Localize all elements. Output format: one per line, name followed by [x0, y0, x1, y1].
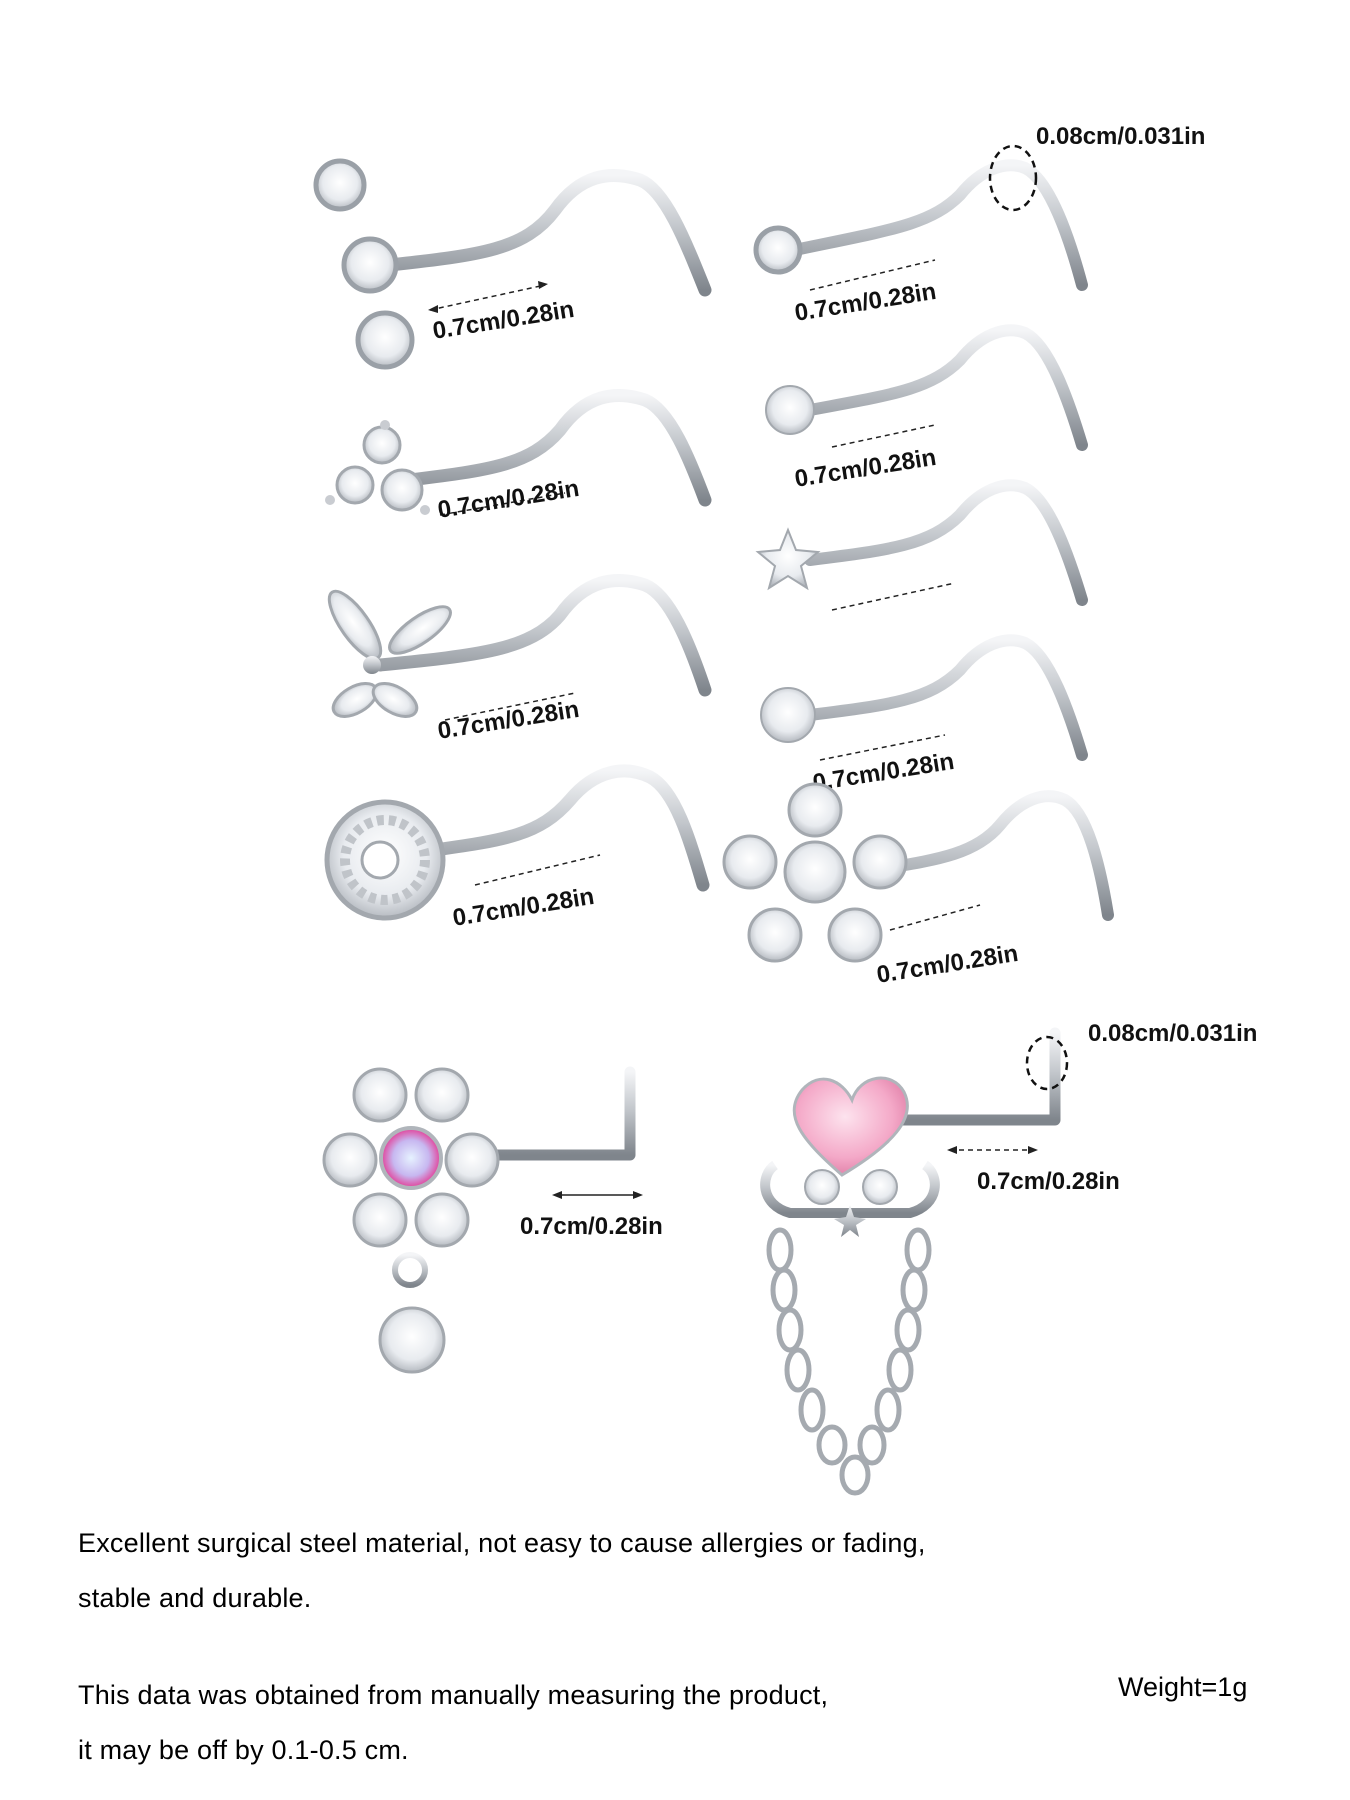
screw-stud-icon [325, 388, 712, 516]
piece-halo-disc [324, 764, 725, 965]
description-line-2: stable and durable. [78, 1583, 312, 1613]
piece-triple-round-crystal [310, 150, 730, 380]
description-line-4: it may be off by 0.1-0.5 cm. [78, 1735, 409, 1765]
piece-prong-round [750, 320, 1110, 470]
screw-stud-icon [313, 158, 712, 370]
description-line-3: This data was obtained from manually mea… [78, 1680, 829, 1710]
screw-stud-icon [753, 144, 1088, 291]
l-shape-stud-icon [760, 1027, 1069, 1496]
piece-trinity-crystal [310, 375, 730, 555]
screw-stud-icon [722, 782, 1114, 963]
description-line-1: Excellent surgical steel material, not e… [78, 1528, 926, 1558]
piece-flower-drop [320, 1060, 643, 1400]
gauge-label-bottom: 0.08cm/0.031in [1088, 1020, 1258, 1047]
screw-stud-icon [765, 324, 1088, 451]
l-shape-stud-icon [322, 1066, 643, 1374]
piece-star-crystal [750, 475, 1110, 625]
weight-label: Weight=1g [1118, 1672, 1248, 1702]
gauge-label-top: 0.08cm/0.031in [1036, 123, 1206, 150]
piece-five-crystal-flower [715, 780, 1115, 980]
dimension-label: 0.7cm/0.28in [520, 1213, 663, 1240]
screw-stud-icon [755, 479, 1088, 611]
piece-prong-round-large [750, 630, 1110, 780]
dimension-label: 0.7cm/0.28in [977, 1168, 1120, 1195]
piece-pink-heart-chain [750, 1025, 1100, 1525]
piece-butterfly-marquise [310, 570, 730, 770]
piece-bezel-round [750, 144, 1110, 300]
screw-stud-icon [327, 573, 712, 721]
screw-stud-icon [324, 764, 710, 921]
screw-stud-icon [760, 634, 1088, 761]
